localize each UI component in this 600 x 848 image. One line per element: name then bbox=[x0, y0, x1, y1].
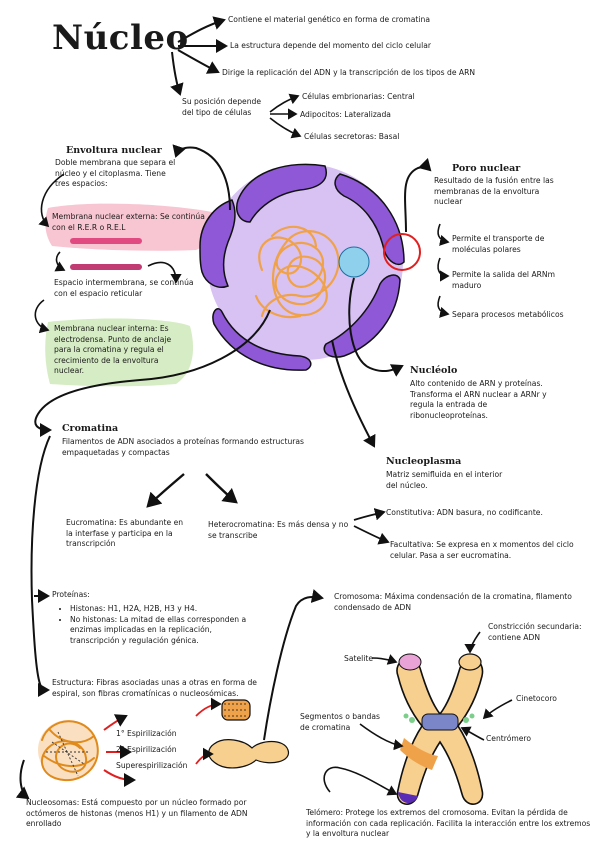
cinetocoro-label: Cinetocoro bbox=[516, 694, 557, 703]
nucleosome-illustration bbox=[38, 720, 99, 782]
nucleolus bbox=[338, 246, 370, 278]
membrana-externa: Membrana nuclear externa: Se continúa co… bbox=[52, 212, 205, 232]
poro-item-3: Separa procesos metabólicos bbox=[452, 310, 564, 319]
position-label: Su posición depende del tipo de células bbox=[182, 97, 262, 117]
nuclear-pore-circle bbox=[383, 233, 421, 271]
satelite-label: Satelite bbox=[344, 654, 373, 663]
estructura: Estructura: Fibras asociadas unas a otra… bbox=[52, 678, 257, 698]
chromosome-illustration bbox=[396, 653, 484, 805]
proteinas-label: Proteínas: bbox=[52, 590, 90, 599]
chromatin-tangle bbox=[254, 225, 340, 319]
facultativa: Facultativa: Se expresa en x momentos de… bbox=[390, 540, 574, 560]
constitutiva: Constitutiva: ADN basura, no codificante… bbox=[386, 508, 543, 517]
nucleosomas: Nucleosomas: Está compuesto por un núcle… bbox=[26, 798, 248, 828]
nucleolo-desc: Alto contenido de ARN y proteínas. Trans… bbox=[410, 379, 547, 420]
nucleoplasma-desc: Matriz semifluida en el interior del núc… bbox=[386, 470, 503, 490]
proteinas-list: Histonas: H1, H2A, H2B, H3 y H4. No hist… bbox=[58, 604, 248, 646]
intro-item-1: Contiene el material genético en forma d… bbox=[228, 15, 430, 24]
envelope-top-left bbox=[236, 163, 327, 223]
centromero-label: Centrómero bbox=[486, 734, 532, 743]
eucromatina: Eucromatina: Es abundante en la interfas… bbox=[66, 518, 184, 548]
espirilizacion-1: 1° Espirilización bbox=[116, 729, 177, 738]
satellite-2 bbox=[458, 653, 482, 671]
centromere bbox=[421, 713, 459, 731]
intro-item-3: Dirige la replicación del ADN y la trans… bbox=[222, 68, 476, 77]
espirilizacion-2: 2° Espirilización bbox=[116, 745, 177, 754]
envelope-bottom bbox=[212, 308, 312, 371]
solenoid-fiber bbox=[221, 699, 251, 721]
no-histonas: No histonas: La mitad de ellas correspon… bbox=[70, 615, 248, 647]
mini-chromosome bbox=[208, 739, 289, 769]
poro-title: Poro nuclear bbox=[452, 163, 521, 174]
satellite bbox=[398, 653, 422, 671]
segmentos-label: Segmentos o bandas de cromatina bbox=[300, 712, 380, 732]
envoltura-desc: Doble membrana que separa el núcleo y el… bbox=[55, 158, 176, 188]
membrana-interna: Membrana nuclear interna: Es electrodens… bbox=[54, 324, 172, 375]
membrane-espacio-bar bbox=[70, 264, 142, 270]
poro-item-2: Permite la salida del ARNm maduro bbox=[452, 270, 555, 290]
poro-item-1: Permite el transporte de moléculas polar… bbox=[452, 234, 545, 254]
cromosoma-desc: Cromosoma: Máxima condensación de la cro… bbox=[334, 592, 572, 612]
chromatin-band bbox=[400, 738, 438, 770]
position-embrionarias: Células embrionarias: Central bbox=[302, 92, 415, 101]
envelope-left bbox=[199, 199, 236, 288]
telomero: Telómero: Protege los extremos del cromo… bbox=[306, 808, 591, 838]
nucleoplasma-title: Nucleoplasma bbox=[386, 456, 462, 467]
nucleolo-title: Nucléolo bbox=[410, 365, 458, 376]
histonas: Histonas: H1, H2A, H2B, H3 y H4. bbox=[70, 604, 248, 615]
cromatina-desc: Filamentos de ADN asociados a proteínas … bbox=[62, 437, 305, 457]
telomere bbox=[398, 792, 418, 804]
heterocromatina: Heterocromatina: Es más densa y no se tr… bbox=[208, 520, 349, 540]
membrane-externa-bar bbox=[70, 238, 142, 244]
intro-item-2: La estructura depende del momento del ci… bbox=[230, 41, 431, 50]
nucleus-illustration bbox=[199, 163, 421, 371]
cromatina-title: Cromatina bbox=[62, 423, 119, 434]
page-title: Núcleo bbox=[52, 18, 189, 58]
poro-desc: Resultado de la fusión entre las membran… bbox=[434, 176, 554, 206]
constriccion-secundaria: Constricción secundaria: contiene ADN bbox=[488, 622, 582, 642]
envelope-bottom-right bbox=[323, 274, 401, 358]
position-adipocitos: Adipocitos: Lateralizada bbox=[300, 110, 391, 119]
envoltura-title: Envoltura nuclear bbox=[66, 145, 162, 156]
espacio-intermembrana: Espacio intermembrana, se continúa con e… bbox=[54, 278, 194, 298]
position-secretoras: Células secretoras: Basal bbox=[304, 132, 400, 141]
superespirilizacion: Superespirilización bbox=[116, 761, 188, 770]
highlight-interna bbox=[45, 318, 194, 387]
